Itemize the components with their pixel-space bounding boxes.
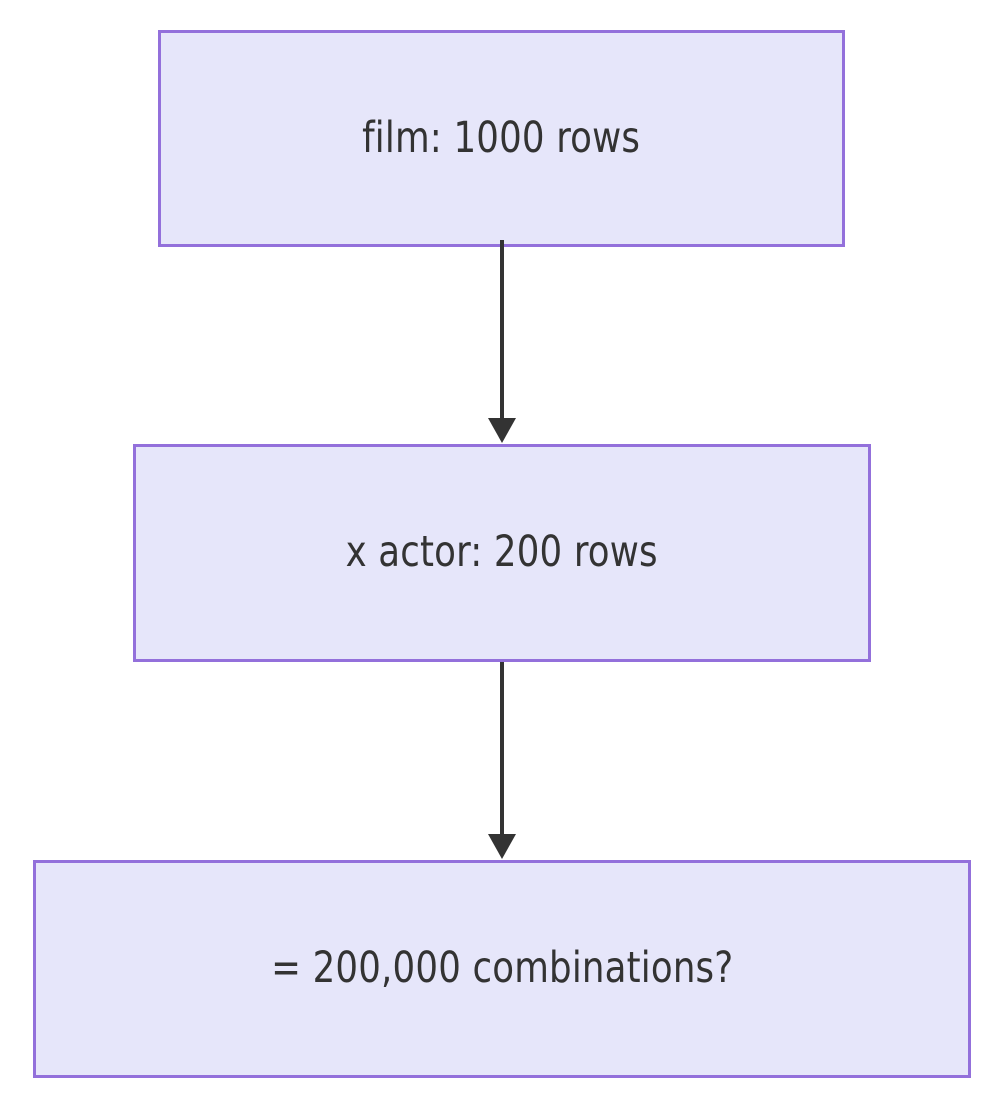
flow-node-result-label: = 200,000 combinations? <box>270 943 734 994</box>
flow-node-actor[interactable]: x actor: 200 rows <box>133 444 871 662</box>
flow-edge-actor-to-result <box>488 662 516 859</box>
flow-node-result[interactable]: = 200,000 combinations? <box>33 860 971 1078</box>
flow-edge-arrowhead-icon <box>488 418 516 443</box>
flow-edge-film-to-actor <box>488 240 516 443</box>
flow-edge-arrowhead-icon <box>488 834 516 859</box>
flow-node-film-label: film: 1000 rows <box>362 112 641 163</box>
flow-node-actor-label: x actor: 200 rows <box>345 527 659 578</box>
flow-node-film[interactable]: film: 1000 rows <box>158 30 845 247</box>
